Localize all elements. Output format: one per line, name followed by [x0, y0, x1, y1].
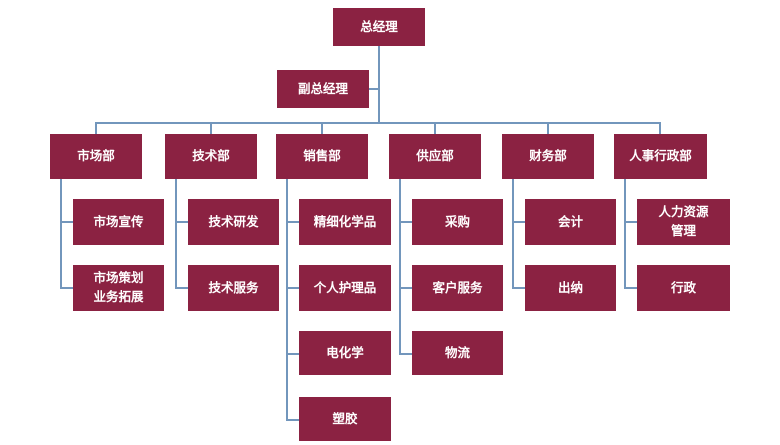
org-node-sales-dept: 销售部 — [276, 134, 368, 179]
connector-branch-hline — [624, 221, 637, 223]
org-node-procurement: 采购 — [412, 199, 503, 245]
connector-branch-hline — [60, 287, 73, 289]
org-node-deputy-general-manager: 副总经理 — [277, 70, 369, 108]
org-node-hr-admin-dept: 人事行政部 — [614, 134, 707, 179]
connector-hang-vline-hr-admin — [624, 179, 626, 289]
org-node-technology-dept: 技术部 — [165, 134, 257, 179]
connector-branch-hline — [512, 287, 525, 289]
connector-dept-stub — [210, 124, 212, 134]
org-node-tech-rd: 技术研发 — [188, 199, 279, 245]
connector-root-vline — [378, 46, 380, 124]
org-node-plastics: 塑胶 — [299, 397, 391, 441]
connector-hang-vline-finance — [512, 179, 514, 289]
connector-dept-stub — [434, 124, 436, 134]
connector-branch-hline — [399, 287, 412, 289]
org-node-finance-dept: 财务部 — [502, 134, 594, 179]
connector-dept-stub — [95, 124, 97, 134]
org-node-hr-management: 人力资源 管理 — [637, 199, 730, 245]
org-node-general-manager: 总经理 — [333, 8, 425, 46]
org-node-cashier: 出纳 — [525, 265, 616, 311]
connector-hang-vline-technology — [175, 179, 177, 289]
org-node-personal-care: 个人护理品 — [299, 265, 391, 311]
connector-deputy-hline — [369, 88, 379, 90]
org-node-tech-service: 技术服务 — [188, 265, 279, 311]
org-node-customer-service: 客户服务 — [412, 265, 503, 311]
connector-dept-stub — [547, 124, 549, 134]
connector-branch-hline — [399, 221, 412, 223]
connector-branch-hline — [624, 287, 637, 289]
org-node-fine-chemicals: 精细化学品 — [299, 199, 391, 245]
org-node-accounting: 会计 — [525, 199, 616, 245]
connector-branch-hline — [175, 221, 188, 223]
org-node-supply-dept: 供应部 — [389, 134, 481, 179]
connector-dept-stub — [659, 124, 661, 134]
connector-branch-hline — [286, 221, 299, 223]
connector-branch-hline — [512, 221, 525, 223]
org-node-market-planning-business-development: 市场策划 业务拓展 — [73, 265, 164, 311]
org-node-electrochemistry: 电化学 — [299, 331, 391, 375]
connector-branch-hline — [286, 419, 299, 421]
org-node-logistics: 物流 — [412, 331, 503, 375]
connector-dept-stub — [321, 124, 323, 134]
connector-hang-vline-sales — [286, 179, 288, 421]
connector-hang-vline-supply — [399, 179, 401, 355]
connector-hang-vline-marketing — [60, 179, 62, 289]
connector-branch-hline — [60, 221, 73, 223]
connector-branch-hline — [399, 353, 412, 355]
connector-branch-hline — [175, 287, 188, 289]
connector-branch-hline — [286, 353, 299, 355]
org-node-marketing-dept: 市场部 — [50, 134, 142, 179]
org-node-administration: 行政 — [637, 265, 730, 311]
connector-branch-hline — [286, 287, 299, 289]
connector-distribution-hline — [95, 122, 661, 124]
org-node-market-promotion: 市场宣传 — [73, 199, 164, 245]
